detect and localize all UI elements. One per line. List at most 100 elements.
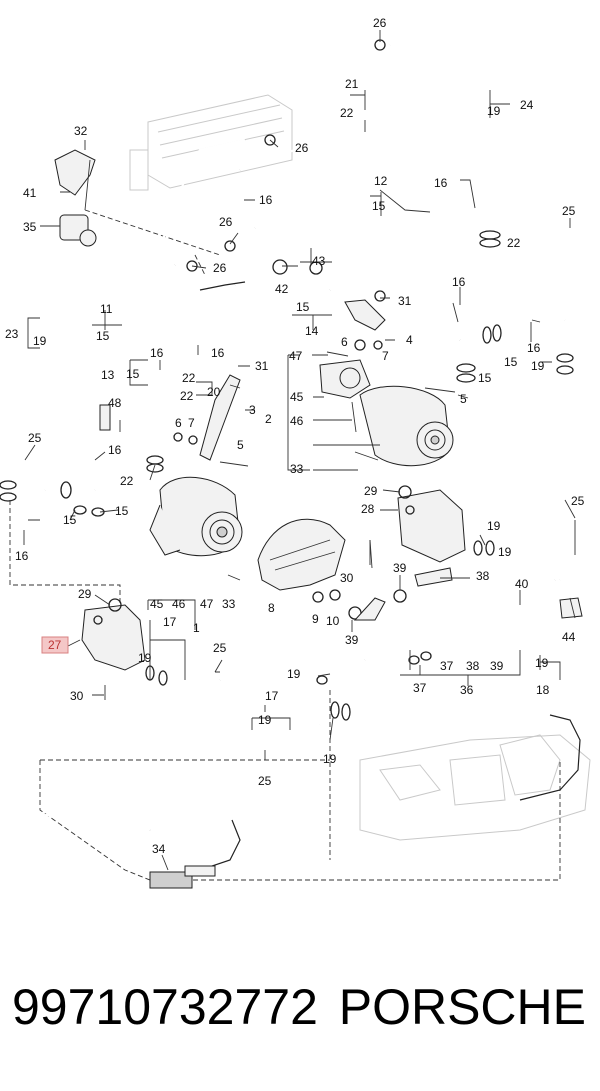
callout-5: 5 xyxy=(460,392,467,406)
turbocharger-right xyxy=(319,359,454,467)
callout-38: 38 xyxy=(476,569,490,583)
heat-shield xyxy=(257,518,346,591)
background-engine-ghost xyxy=(129,94,591,841)
callout-35: 35 xyxy=(23,220,37,234)
callout-1: 1 xyxy=(193,621,200,635)
callout-47: 47 xyxy=(289,349,303,363)
callout-25c: 25 xyxy=(571,494,585,508)
brand-name: PORSCHE xyxy=(338,979,586,1035)
callout-34: 34 xyxy=(152,842,166,856)
callout-2: 2 xyxy=(265,412,272,426)
callout-41: 41 xyxy=(23,186,37,200)
turbocharger-left xyxy=(149,476,243,557)
callout-20: 20 xyxy=(207,385,221,399)
callout-16g: 16 xyxy=(108,443,122,457)
callout-25: 25 xyxy=(562,204,576,218)
callout-26d: 26 xyxy=(213,261,227,275)
callout-22c: 22 xyxy=(182,371,196,385)
callout-16c: 16 xyxy=(452,275,466,289)
callout-15: 15 xyxy=(372,199,386,213)
callout-19g: 19 xyxy=(535,656,549,670)
callout-38b: 38 xyxy=(466,659,480,673)
callout-22e: 22 xyxy=(120,474,134,488)
callout-10: 10 xyxy=(326,614,340,628)
callout-36: 36 xyxy=(460,683,474,697)
callout-14: 14 xyxy=(305,324,319,338)
bolts xyxy=(28,302,541,700)
callout-22: 22 xyxy=(340,106,354,120)
callout-7: 7 xyxy=(382,349,389,363)
callout-33: 33 xyxy=(290,462,304,476)
callout-15f: 15 xyxy=(478,371,492,385)
callout-19f: 19 xyxy=(138,651,152,665)
callout-25d: 25 xyxy=(213,641,227,655)
callout-26c: 26 xyxy=(219,215,233,229)
callout-18: 18 xyxy=(536,683,550,697)
callout-16: 16 xyxy=(434,176,448,190)
callout-29b: 29 xyxy=(78,587,92,601)
callout-45: 45 xyxy=(290,390,304,404)
callout-30b: 30 xyxy=(70,689,84,703)
coolant-pipes xyxy=(13,36,581,879)
bracket-27 xyxy=(81,604,146,671)
callout-42: 42 xyxy=(275,282,289,296)
callout-15g: 15 xyxy=(63,513,77,527)
callout-28: 28 xyxy=(361,502,375,516)
callout-15c: 15 xyxy=(96,329,110,343)
callout-19c: 19 xyxy=(531,359,545,373)
callout-23: 23 xyxy=(5,327,19,341)
bracket-28 xyxy=(397,489,466,563)
callout-22d: 22 xyxy=(180,389,194,403)
footer: 99710732772 PORSCHE xyxy=(0,978,600,1068)
callout-9: 9 xyxy=(312,612,319,626)
callout-19h: 19 xyxy=(287,667,301,681)
valve-35 xyxy=(54,149,97,247)
callout-44: 44 xyxy=(562,630,576,644)
exploded-parts-diagram: 26 21 22 19 24 32 26 12 16 41 16 15 25 2… xyxy=(0,16,591,889)
highlight-27 xyxy=(41,636,69,654)
callout-17: 17 xyxy=(163,615,177,629)
callout-19e: 19 xyxy=(498,545,512,559)
callout-48: 48 xyxy=(108,396,122,410)
callout-19: 19 xyxy=(487,104,501,118)
callout-29: 29 xyxy=(364,484,378,498)
connector-34 xyxy=(149,865,216,889)
callout-46: 46 xyxy=(290,414,304,428)
callout-16h: 16 xyxy=(15,549,29,563)
callout-26: 26 xyxy=(373,16,387,30)
callout-17b: 17 xyxy=(265,689,279,703)
callout-19i: 19 xyxy=(258,713,272,727)
callout-37b: 37 xyxy=(413,681,427,695)
callout-16e: 16 xyxy=(527,341,541,355)
callout-8: 8 xyxy=(268,601,275,615)
callout-37: 37 xyxy=(440,659,454,673)
callout-30: 30 xyxy=(340,571,354,585)
callout-12: 12 xyxy=(374,174,388,188)
callout-5b: 5 xyxy=(237,438,244,452)
sealing-rings xyxy=(0,230,574,721)
callout-7b: 7 xyxy=(188,416,195,430)
callout-46b: 46 xyxy=(172,597,186,611)
callout-26b: 26 xyxy=(295,141,309,155)
callout-labels: 26 21 22 19 24 32 26 12 16 41 16 15 25 2… xyxy=(5,16,585,856)
oil-lines-3-4 xyxy=(99,299,386,461)
callout-15d: 15 xyxy=(504,355,518,369)
callout-16b: 16 xyxy=(259,193,273,207)
callout-19d: 19 xyxy=(487,519,501,533)
callout-43: 43 xyxy=(312,254,326,268)
callout-33b: 33 xyxy=(222,597,236,611)
part-number: 99710732772 xyxy=(12,979,318,1035)
callout-31b: 31 xyxy=(255,359,269,373)
callout-19b: 19 xyxy=(33,334,47,348)
callout-39: 39 xyxy=(393,561,407,575)
callout-40: 40 xyxy=(515,577,529,591)
callout-45b: 45 xyxy=(150,597,164,611)
callout-16f: 16 xyxy=(211,346,225,360)
callout-16d: 16 xyxy=(150,346,164,360)
callout-15h: 15 xyxy=(115,504,129,518)
callout-47b: 47 xyxy=(200,597,214,611)
leader-lines xyxy=(23,30,576,871)
callout-25b: 25 xyxy=(28,431,42,445)
callout-15b: 15 xyxy=(296,300,310,314)
callout-21: 21 xyxy=(345,77,359,91)
